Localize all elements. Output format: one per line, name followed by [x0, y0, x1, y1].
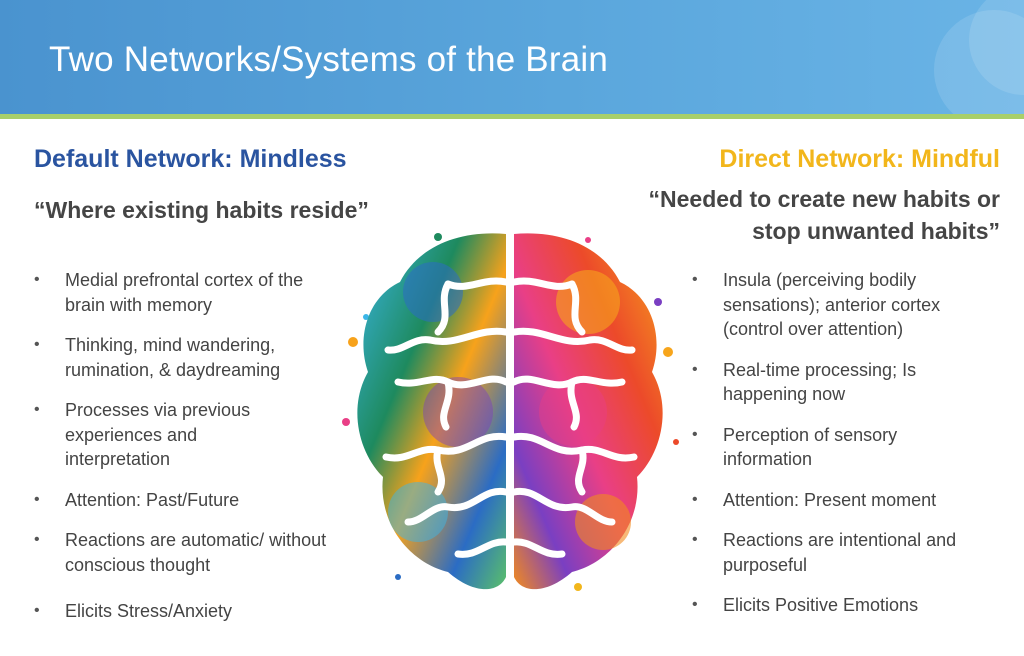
bullet-icon: •	[34, 336, 40, 353]
direct-network-quote-line-1: “Needed to create new habits or	[648, 186, 1000, 212]
list-item: •Thinking, mind wandering, rumination, &…	[34, 335, 281, 380]
bullet-icon: •	[34, 531, 40, 548]
bullet-icon: •	[692, 490, 698, 508]
default-network-list: •Medial prefrontal cortex of the brain w…	[34, 268, 334, 624]
list-item: •Perception of sensory information	[692, 424, 898, 470]
list-item: •Elicits Stress/Anxiety	[34, 599, 334, 624]
slide-header: Two Networks/Systems of the Brain	[0, 0, 1024, 114]
bullet-icon: •	[692, 271, 698, 288]
list-item: •Medial prefrontal cortex of the brain w…	[34, 270, 304, 315]
bullet-icon: •	[692, 531, 698, 548]
bullet-icon: •	[34, 401, 40, 418]
list-item: •Elicits Positive Emotions	[692, 593, 992, 618]
bullet-icon: •	[34, 271, 40, 288]
direct-network-quote-line-2: stop unwanted habits”	[752, 218, 1000, 244]
bullet-icon: •	[692, 360, 698, 378]
direct-network-title: Direct Network: Mindful	[719, 145, 1000, 173]
list-item: •Reactions are intentional and purposefu…	[692, 530, 957, 575]
list-item: •Processes via previous experiences and …	[34, 400, 251, 469]
list-item: •Reactions are automatic/ without consci…	[34, 530, 327, 575]
header-accent-line	[0, 114, 1024, 119]
list-item: •Attention: Present moment	[692, 488, 992, 513]
list-item: •Attention: Past/Future	[34, 488, 334, 513]
header-decoration	[934, 0, 1024, 114]
default-network-title: Default Network: Mindless	[34, 145, 347, 173]
slide-title: Two Networks/Systems of the Brain	[49, 40, 609, 79]
colorful-brain-illustration-icon	[342, 232, 679, 591]
bullet-icon: •	[692, 596, 698, 613]
bullet-icon: •	[34, 490, 40, 508]
list-item: •Real-time processing; Is happening now	[692, 359, 917, 405]
direct-network-list: •Insula (perceiving bodily sensations); …	[692, 268, 992, 618]
list-item: •Insula (perceiving bodily sensations); …	[692, 270, 941, 339]
default-network-quote: “Where existing habits reside”	[34, 197, 369, 223]
direct-network-quote: “Needed to create new habits or stop unw…	[570, 183, 1000, 247]
bullet-icon: •	[692, 425, 698, 443]
bullet-icon: •	[34, 602, 40, 619]
